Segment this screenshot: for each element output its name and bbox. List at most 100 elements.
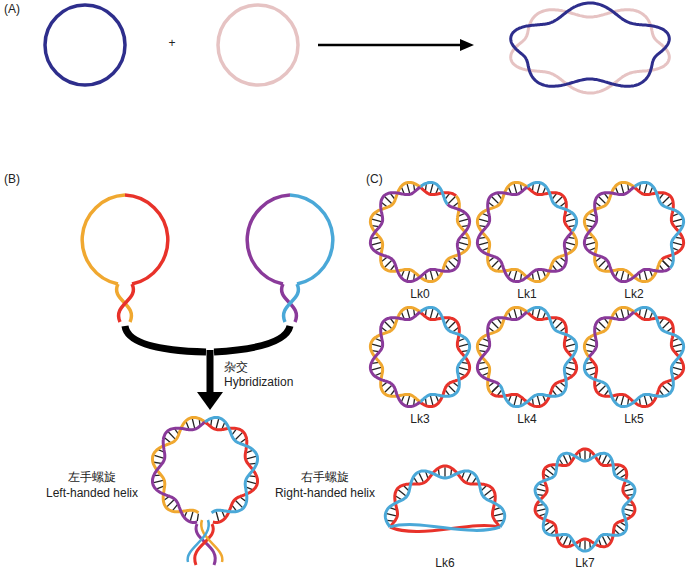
base-pair: [398, 490, 406, 496]
base-pair: [173, 505, 178, 511]
base-pair: [448, 197, 455, 204]
base-pair: [445, 265, 449, 270]
base-pair: [494, 514, 503, 516]
base-pair: [484, 490, 492, 496]
base-pair: [167, 500, 174, 507]
base-pair: [404, 486, 409, 491]
label-text: Lk2: [624, 287, 643, 302]
dna-strand: [634, 182, 684, 268]
base-pair: [514, 271, 516, 280]
label-text: Lk6: [435, 556, 454, 571]
dna-strand: [477, 182, 576, 281]
base-pair: [599, 197, 606, 204]
base-pair: [391, 194, 395, 199]
arrow-head: [460, 39, 474, 51]
base-pair: [407, 396, 409, 405]
dna-strand: [390, 525, 500, 531]
dna-strand: [370, 187, 469, 282]
base-pair: [616, 525, 624, 531]
dna-strand: [370, 182, 469, 281]
base-pair: [459, 242, 468, 244]
label-text: 左手螺旋: [68, 470, 116, 485]
base-pair: [186, 422, 189, 429]
base-pair: [596, 328, 601, 332]
base-pair: [382, 328, 387, 332]
base-pair: [232, 505, 236, 510]
base-pair: [605, 265, 609, 270]
base-pair: [560, 382, 565, 386]
base-pair: [498, 390, 502, 395]
base-pair: [445, 194, 449, 199]
base-pair: [247, 456, 256, 458]
label-text: Hybridization: [224, 375, 293, 390]
base-pair: [407, 309, 409, 318]
label-text: 杂交: [224, 360, 248, 375]
base-pair: [459, 344, 468, 346]
base-pair: [667, 382, 672, 386]
base-pair: [489, 203, 494, 207]
dna-strand: [535, 449, 635, 547]
dna-strand: [535, 453, 635, 551]
base-pair: [537, 396, 539, 405]
base-pair: [372, 242, 381, 244]
base-pair: [586, 344, 595, 346]
base-pair: [192, 419, 194, 428]
base-pair: [621, 396, 623, 405]
base-pair: [662, 260, 669, 267]
base-pair: [396, 496, 402, 500]
base-pair: [492, 385, 499, 392]
label-text: Lk0: [410, 287, 429, 302]
base-pair: [616, 469, 624, 475]
base-pair: [430, 396, 432, 405]
base-pair: [555, 260, 562, 267]
base-pair: [453, 203, 458, 207]
base-pair: [382, 257, 387, 261]
dna-strand: [153, 422, 206, 523]
base-pair: [667, 257, 672, 261]
base-pair: [232, 429, 236, 434]
base-pair: [659, 265, 663, 270]
base-pair: [662, 197, 669, 204]
base-pair: [479, 344, 488, 346]
dna-strand: [385, 471, 504, 527]
base-pair: [536, 509, 545, 511]
base-pair: [621, 271, 623, 280]
dna-loops: [82, 195, 333, 322]
base-pair: [479, 219, 488, 221]
base-pair: [391, 265, 395, 270]
base-pair: [481, 486, 486, 491]
label-text: Right-handed helix: [275, 486, 375, 501]
base-pair: [644, 184, 646, 193]
label-text: +: [168, 36, 175, 51]
base-pair: [391, 319, 395, 324]
label-text: (A): [4, 2, 20, 17]
base-pair: [537, 271, 539, 280]
base-pair: [498, 194, 502, 199]
merge-arrow: [125, 326, 206, 352]
base-pair: [430, 309, 432, 318]
dna-strand: [370, 312, 420, 407]
base-pair: [448, 260, 455, 267]
base-pair: [560, 328, 565, 332]
base-pair: [489, 328, 494, 332]
base-pair: [644, 309, 646, 318]
base-pair: [673, 219, 682, 221]
dna-strand: [420, 182, 448, 204]
base-pair: [560, 203, 565, 207]
base-pair: [555, 385, 562, 392]
base-pair: [605, 319, 609, 324]
base-pair: [596, 257, 601, 261]
label-text: (C): [366, 172, 383, 187]
base-pair: [236, 501, 243, 508]
base-pair: [472, 478, 476, 484]
base-pair: [624, 509, 633, 511]
base-pair: [154, 480, 163, 482]
base-pair: [453, 328, 458, 332]
base-pair: [624, 489, 633, 491]
base-pair: [621, 184, 623, 193]
base-pair: [385, 322, 392, 329]
base-pair: [659, 194, 663, 199]
base-pair: [555, 197, 562, 204]
base-pair: [247, 481, 256, 483]
base-pair: [596, 382, 601, 386]
